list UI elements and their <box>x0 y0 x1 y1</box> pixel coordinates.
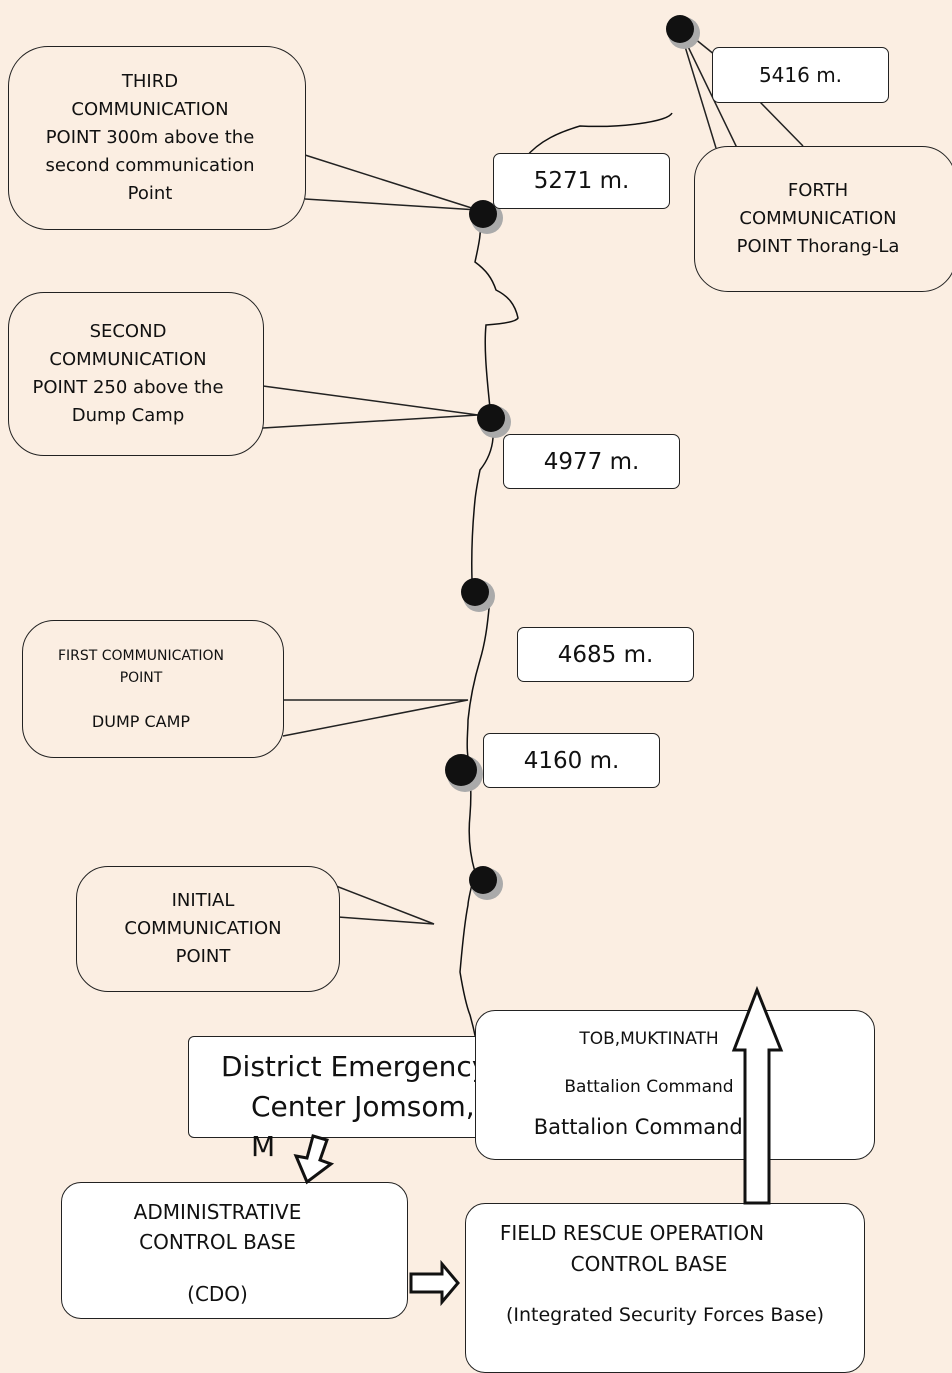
callout-line: SECOND <box>89 321 167 342</box>
field-rescue-operation-box: FIELD RESCUE OPERATION CONTROL BASE (Int… <box>465 1203 865 1373</box>
altitude-5271: 5271 m. <box>493 153 670 209</box>
altitude-value: 5416 m. <box>758 63 843 87</box>
callout-line: POINT 300m above the <box>45 127 255 148</box>
box-line: Battalion Command <box>564 1077 734 1097</box>
altitude-value: 4160 m. <box>523 747 620 774</box>
administrative-control-base-box: ADMINISTRATIVE CONTROL BASE (CDO) <box>61 1182 408 1319</box>
altitude-value: 4685 m. <box>557 641 654 668</box>
altitude-4685: 4685 m. <box>517 627 694 682</box>
altitude-value: 4977 m. <box>543 448 640 475</box>
box-line: CONTROL BASE <box>570 1252 728 1276</box>
callout-line: COMMUNICATION <box>124 918 282 939</box>
callout-line: THIRD <box>121 71 179 92</box>
box-line: (CDO) <box>187 1282 248 1306</box>
box-line: CONTROL BASE <box>139 1230 296 1254</box>
forth-pointer-2 <box>759 101 804 147</box>
callout-line: DUMP CAMP <box>91 712 191 731</box>
altitude-4977: 4977 m. <box>503 434 680 489</box>
up-arrow <box>731 985 784 1205</box>
second-communication-callout: SECOND COMMUNICATION POINT 250 above the… <box>8 292 264 456</box>
callout-line: second communication <box>45 155 255 176</box>
box-line: Center Jomsom, M <box>251 1090 475 1163</box>
callout-line: FORTH <box>787 180 849 201</box>
callout-line: Dump Camp <box>71 405 185 426</box>
callout-line: POINT 250 above the <box>32 377 224 398</box>
district-emergency-box: District Emergency Center Jomsom, M <box>188 1036 498 1163</box>
altitude-4160: 4160 m. <box>483 733 660 788</box>
box-line: District Emergency <box>221 1050 489 1083</box>
down-arrow <box>293 1134 335 1185</box>
first-communication-callout: FIRST COMMUNICATION POINT DUMP CAMP <box>22 620 284 758</box>
box-line: Battalion Commander <box>533 1115 765 1139</box>
callout-line: Point <box>127 183 173 204</box>
right-arrow <box>409 1259 460 1307</box>
third-communication-callout: THIRD COMMUNICATION POINT 300m above the… <box>8 46 306 230</box>
marker-second <box>477 404 511 438</box>
callout-line: INITIAL <box>171 890 235 911</box>
box-line: ADMINISTRATIVE <box>133 1200 302 1224</box>
tob-muktinath-box: TOB,MUKTINATH Battalion Command Battalio… <box>475 1010 875 1160</box>
first-pointer <box>282 699 469 737</box>
callout-line: POINT Thorang-La <box>736 236 900 257</box>
forth-communication-callout: FORTH COMMUNICATION POINT Thorang-La <box>694 146 952 292</box>
callout-line: FIRST COMMUNICATION <box>57 648 225 664</box>
marker-4685 <box>461 578 495 612</box>
initial-communication-callout: INITIAL COMMUNICATION POINT <box>76 866 340 992</box>
box-line: (Integrated Security Forces Base) <box>505 1304 825 1326</box>
marker-4160 <box>445 754 483 792</box>
initial-pointer <box>335 885 435 925</box>
callout-line: COMMUNICATION <box>49 349 207 370</box>
altitude-5416: 5416 m. <box>712 47 889 103</box>
altitude-value: 5271 m. <box>533 168 630 194</box>
box-line: TOB,MUKTINATH <box>579 1029 719 1049</box>
marker-third <box>469 200 503 234</box>
marker-initial <box>469 866 503 900</box>
box-line: FIELD RESCUE OPERATION <box>499 1221 765 1245</box>
callout-line: COMMUNICATION <box>71 99 229 120</box>
callout-line: COMMUNICATION <box>739 208 897 229</box>
callout-line: POINT <box>119 670 163 686</box>
callout-line: POINT <box>175 946 231 967</box>
marker-top <box>666 15 700 49</box>
